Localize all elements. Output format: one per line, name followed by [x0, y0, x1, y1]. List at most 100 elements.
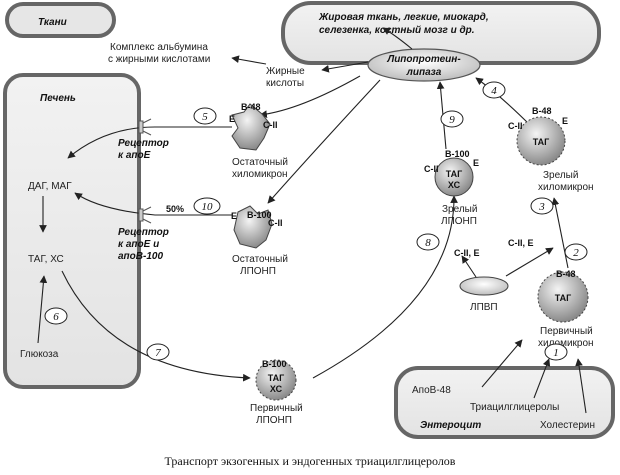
figure-caption: Транспорт экзогенных и эндогенных триаци…	[164, 454, 456, 468]
remnant-chylo-label-2: хиломикрон	[232, 169, 288, 180]
glucose-label: Глюкоза	[20, 349, 59, 360]
step-5-number: 5	[202, 111, 208, 123]
liver-label: Печень	[40, 93, 76, 104]
receptor-apoe-b100-label-3: апоВ-100	[118, 251, 163, 262]
step-4: 4	[482, 81, 506, 99]
primary-vldl-label-1: Первичный	[250, 403, 303, 414]
albumin-label-2: с жирными кислотами	[108, 54, 210, 65]
hdl-transfer-to-chylo: C-II, E	[508, 238, 534, 248]
step-2-number: 2	[573, 247, 579, 259]
remnant-chylo-apoc2: C-II	[263, 120, 278, 130]
fat-tissue-label-line1: Жировая ткань, легкие, миокард,	[318, 12, 489, 23]
step-8: 8	[416, 233, 440, 251]
step-1: 1	[544, 343, 568, 361]
primary-chylo-label-2: хиломикрон	[538, 338, 594, 349]
mature-chylo-label-1: Зрелый	[543, 170, 578, 181]
step-7-number: 7	[155, 347, 161, 359]
hdl: ЛПВП C-II, E C-II, E	[454, 238, 534, 313]
arrow-4	[475, 77, 533, 128]
triacylglycerols-label: Триацилглицеролы	[470, 402, 559, 413]
arrow-fatty-acids-to-albumin	[231, 55, 267, 65]
mature-vldl-apob100: В-100	[445, 149, 470, 159]
mature-vldl-apoe: E	[473, 158, 479, 168]
step-3-number: 3	[538, 201, 545, 213]
tissues-label: Ткани	[38, 17, 67, 28]
step-6-number: 6	[53, 311, 59, 323]
step-7: 7	[146, 343, 170, 361]
step-9-number: 9	[449, 114, 455, 126]
arrow-6	[37, 275, 48, 344]
remnant-chylomicron: В-48 E C-II Остаточный хиломикрон	[229, 102, 288, 180]
mature-vldl-label-2: ЛПОНП	[441, 216, 477, 227]
apob48-label: АпоВ-48	[412, 385, 451, 396]
fat-tissue-box: Жировая ткань, легкие, миокард, селезенк…	[281, 1, 601, 65]
hdl-transfer-to-vldl: C-II, E	[454, 248, 480, 258]
primary-vldl-core-2: ХС	[270, 384, 283, 394]
receptor-apoe-b100-label-1: Рецептор	[118, 227, 169, 238]
arrow-transfer-to-mature-chylo	[505, 247, 554, 277]
enterocyte-label: Энтероцит	[420, 420, 481, 431]
dag-mag-label: ДАГ, МАГ	[28, 181, 72, 192]
mature-chylomicron: В-48 E C-II ТАГ Зрелый хиломикрон	[508, 106, 594, 193]
cholesterol-label: Холестерин	[540, 420, 595, 431]
mature-chylo-core: ТАГ	[533, 137, 550, 147]
remnant-vldl-label-2: ЛПОНП	[240, 266, 276, 277]
arrow-lipase-to-tissue	[382, 27, 413, 50]
step-4-number: 4	[491, 85, 497, 97]
step-5: 5	[193, 107, 217, 125]
receptor-percent: 50%	[166, 204, 184, 214]
remnant-chylo-label-1: Остаточный	[232, 157, 288, 168]
fat-tissue-label-line2: селезенка, костный мозг и др.	[319, 25, 475, 36]
receptor-apoe-label-2: к апоЕ	[118, 150, 151, 161]
arrow-5	[67, 126, 232, 159]
mature-vldl-core-1: ТАГ	[446, 169, 463, 179]
step-2: 2	[564, 243, 588, 261]
mature-vldl: В-100 E C-II ТАГ ХС Зрелый ЛПОНП	[424, 149, 479, 227]
liver-box: Печень	[3, 73, 141, 389]
receptor-apoe-b100-label-2: к апоЕ и	[118, 239, 159, 250]
fatty-acids-label-1: Жирные	[266, 66, 305, 77]
receptor-apoe-label-1: Рецептор	[118, 138, 169, 149]
remnant-vldl-apoc2: C-II	[268, 218, 283, 228]
arrow-transfer-to-mature-vldl	[461, 255, 477, 278]
primary-chylo-core: ТАГ	[555, 293, 572, 303]
primary-chylomicron: В-48 ТАГ Первичный хиломикрон	[537, 269, 594, 349]
mature-chylo-apob48: В-48	[532, 106, 552, 116]
remnant-vldl-apoe: E	[231, 211, 237, 221]
arrow-lipase-to-fatty-acids	[321, 61, 369, 73]
hdl-label: ЛПВП	[470, 302, 498, 313]
arrow-7	[61, 270, 251, 382]
step-10: 10	[193, 197, 221, 215]
arrow-3	[551, 197, 569, 269]
step-1-number: 1	[553, 347, 559, 359]
arrow-lipase-to-remnant-vldl	[267, 79, 381, 204]
receptor-apoe-b100	[138, 206, 152, 224]
mature-chylo-apoc2: C-II	[508, 121, 523, 131]
arrow-lipase-to-remnant-chylo	[259, 75, 361, 118]
remnant-chylo-apoe: E	[229, 114, 235, 124]
primary-vldl-label-2: ЛПОНП	[256, 415, 292, 426]
albumin-label-1: Комплекс альбумина	[110, 41, 208, 53]
tag-chol-label: ТАГ, ХС	[28, 254, 64, 265]
lipase-label-line1: Липопротеин-	[386, 54, 461, 65]
arrow-10	[74, 192, 232, 216]
receptor-apoe	[138, 118, 152, 136]
primary-vldl: В-100 ТАГ ХС Первичный ЛПОНП	[250, 359, 303, 426]
step-6: 6	[44, 307, 68, 325]
fatty-acids-label-2: кислоты	[266, 78, 304, 89]
remnant-vldl: В-100 E C-II Остаточный ЛПОНП	[231, 205, 288, 277]
arrow-triacylglycerols	[533, 358, 551, 399]
arrow-8	[312, 195, 458, 379]
arrow-apob48	[481, 339, 523, 388]
mature-vldl-core-2: ХС	[448, 180, 461, 190]
mature-chylo-apoe: E	[562, 116, 568, 126]
step-3: 3	[530, 197, 554, 215]
lipase-label-line2: липаза	[406, 67, 442, 78]
primary-chylo-apob48: В-48	[556, 269, 576, 279]
remnant-vldl-label-1: Остаточный	[232, 254, 288, 265]
step-10-number: 10	[202, 201, 214, 213]
step-8-number: 8	[425, 237, 431, 249]
mature-vldl-apoc2: C-II	[424, 164, 439, 174]
primary-vldl-core-1: ТАГ	[268, 373, 285, 383]
